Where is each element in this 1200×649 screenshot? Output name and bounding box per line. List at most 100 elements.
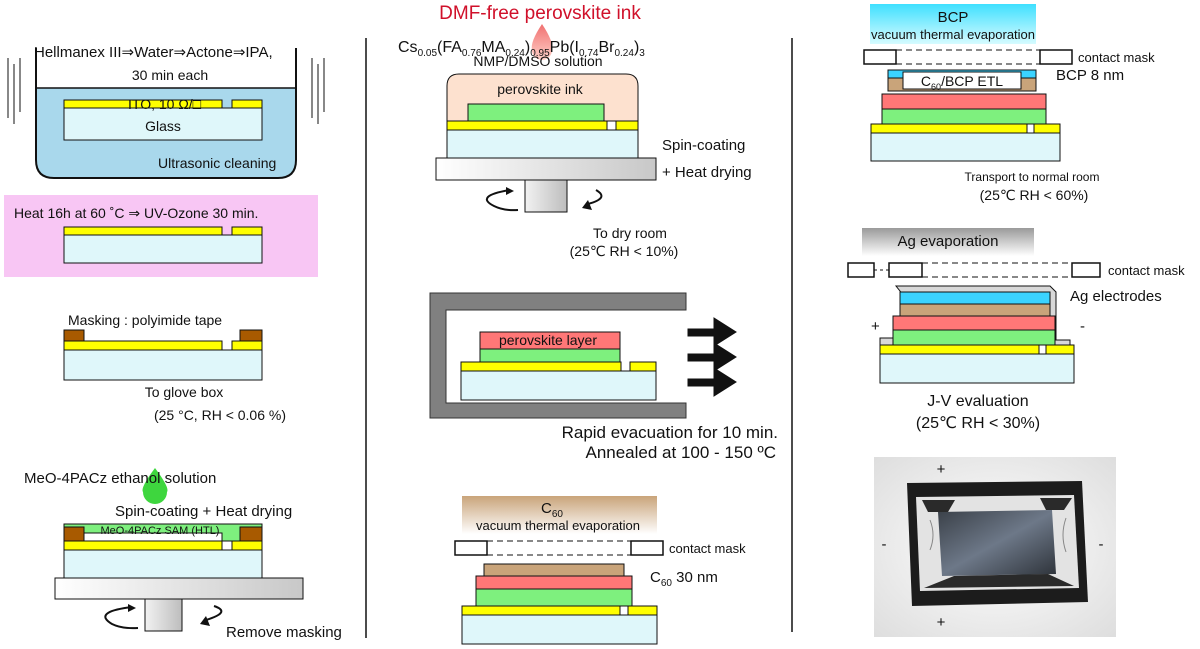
ink-ito-right <box>615 120 639 131</box>
ink-formula: Cs0.05(FA0.76MA0.24)0.95Pb(I0.74Br0.24)3 <box>398 39 645 59</box>
sam-layer-label: MeO-4PACz SAM (HTL) <box>101 525 220 537</box>
spin-stage-left <box>54 577 304 600</box>
bcp-thickness-label: BCP 8 nm <box>1056 67 1124 84</box>
ag-pvk-layer <box>892 315 1056 331</box>
c60-sam-layer <box>475 588 633 607</box>
chamber-ito <box>460 361 622 372</box>
device-plus-label: + <box>871 318 880 335</box>
etl-label-box <box>902 71 1022 90</box>
transport-cond: (25℃ RH < 60%) <box>980 187 1089 203</box>
ag-ito <box>879 344 1040 355</box>
bcp-mask-right <box>1039 49 1073 65</box>
ag-c60-layer <box>899 303 1051 317</box>
glove-box-cond: (25 °C, RH < 0.06 %) <box>154 407 286 423</box>
ito-label: ITO, 10 Ω/□ <box>128 96 202 112</box>
dry-room-cond: (25℃ RH < 10%) <box>570 243 679 259</box>
c60-mask-right <box>630 540 664 556</box>
glove-box-text: To glove box <box>145 384 224 400</box>
rotate-arrowhead-mid-left-icon <box>506 187 514 195</box>
remove-masking-label: Remove masking <box>226 624 342 641</box>
device-minus-label: - <box>1080 318 1085 335</box>
jv-cond: (25℃ RH < 30%) <box>916 415 1040 432</box>
bcp-ito-right <box>1033 123 1061 134</box>
ag-electrodes-label: Ag electrodes <box>1070 288 1162 305</box>
ink-glass <box>446 129 639 159</box>
rotate-arrow-left-icon <box>104 606 139 630</box>
ink-ito <box>446 120 608 131</box>
sam-tape-right <box>239 526 263 542</box>
ag-ito-right <box>1045 344 1075 355</box>
transport-text: Transport to normal room <box>965 170 1100 184</box>
rotate-arrowhead-mid-right-icon <box>582 200 592 210</box>
ultrasonic-label: Ultrasonic cleaning <box>158 155 276 171</box>
ag-sam-layer <box>892 329 1056 346</box>
evacuation-arrows-icon <box>687 317 737 397</box>
ink-label: perovskite ink <box>497 81 584 97</box>
sam-spin-label: Spin-coating + Heat drying <box>115 503 292 520</box>
rotate-arrow-right-icon <box>205 605 223 621</box>
bcp-mask-left <box>863 49 897 65</box>
solvent-label: NMP/DMSO solution <box>473 53 602 69</box>
ag-mask-right <box>1071 262 1101 278</box>
sam-tape-left <box>63 526 85 542</box>
rotate-arrow-mid-right-icon <box>587 189 603 205</box>
spin-stage-mid <box>435 157 657 181</box>
clean-sequence-text: Hellmanex III⇒Water⇒Actone⇒IPA, <box>34 44 273 61</box>
bcp-glass <box>870 132 1061 162</box>
c60-mask-left <box>454 540 488 556</box>
ink-title: DMF-free perovskite ink <box>439 3 641 24</box>
photo-plus-top: + <box>937 461 946 478</box>
photo-minus-right: - <box>1099 536 1104 553</box>
heat-uv-text: Heat 16h at 60 ˚C ⇒ UV-Ozone 30 min. <box>14 205 258 221</box>
ag-mask-left-a <box>847 262 875 278</box>
mask-ito-right <box>231 340 263 351</box>
mask-ito <box>63 340 223 351</box>
c60-thickness-label: C60 30 nm <box>650 569 718 589</box>
mask-glass <box>63 349 263 381</box>
jv-label: J-V evaluation <box>927 393 1028 410</box>
ink-droplet-icon <box>531 24 553 60</box>
c60-ito <box>461 605 621 616</box>
bcp-header-label: BCP <box>938 9 969 26</box>
ag-mask-left-b <box>888 262 923 278</box>
masking-label: Masking : polyimide tape <box>68 312 222 328</box>
etl-label: C60/BCP ETL <box>921 73 1003 92</box>
c60-contact-mask-label: contact mask <box>669 541 746 556</box>
anneal-text: Annealed at 100 - 150 ºC <box>585 443 776 462</box>
ag-source-header <box>862 228 1034 256</box>
heat-glass <box>63 234 263 264</box>
c60-header-label: C60 <box>541 500 563 520</box>
bcp-contact-mask-label: contact mask <box>1078 50 1155 65</box>
glass-label: Glass <box>145 118 181 134</box>
c60-source-header <box>462 496 657 534</box>
rotate-arrowhead-right-icon <box>200 616 210 626</box>
bcp-source-header <box>870 4 1036 44</box>
ag-contact-mask-label: contact mask <box>1108 263 1185 278</box>
polyimide-tape-right <box>239 329 263 342</box>
spin-coating-label: Spin-coating <box>662 137 745 154</box>
vacuum-chamber <box>429 292 687 419</box>
sam-ito <box>63 540 223 551</box>
sam-ito-right <box>231 540 263 551</box>
bcp-pvk-layer <box>881 93 1047 110</box>
rotate-arrowhead-left-icon <box>128 604 136 612</box>
bcp-vte-label: vacuum thermal evaporation <box>871 27 1035 42</box>
rotate-arrow-mid-left-icon <box>485 189 519 212</box>
bcp-sam-layer <box>881 108 1047 125</box>
chamber-sam-layer <box>479 348 621 363</box>
chamber-ito-right <box>629 361 657 372</box>
bcp-ito <box>870 123 1028 134</box>
c60-layer <box>483 563 625 577</box>
heat-ito <box>63 226 223 236</box>
bath-ito-layer <box>63 99 223 109</box>
clean-time-text: 30 min each <box>132 67 208 83</box>
evacuation-text: Rapid evacuation for 10 min. <box>562 423 778 442</box>
ag-bcp-layer <box>899 291 1051 305</box>
sam-droplet-icon <box>142 468 168 504</box>
spin-shaft-left <box>144 598 183 632</box>
bath-ito-layer-right <box>231 99 263 109</box>
bath-glass-substrate <box>63 107 263 141</box>
c60-glass <box>461 614 658 645</box>
c60-vte-label: vacuum thermal evaporation <box>476 518 640 533</box>
